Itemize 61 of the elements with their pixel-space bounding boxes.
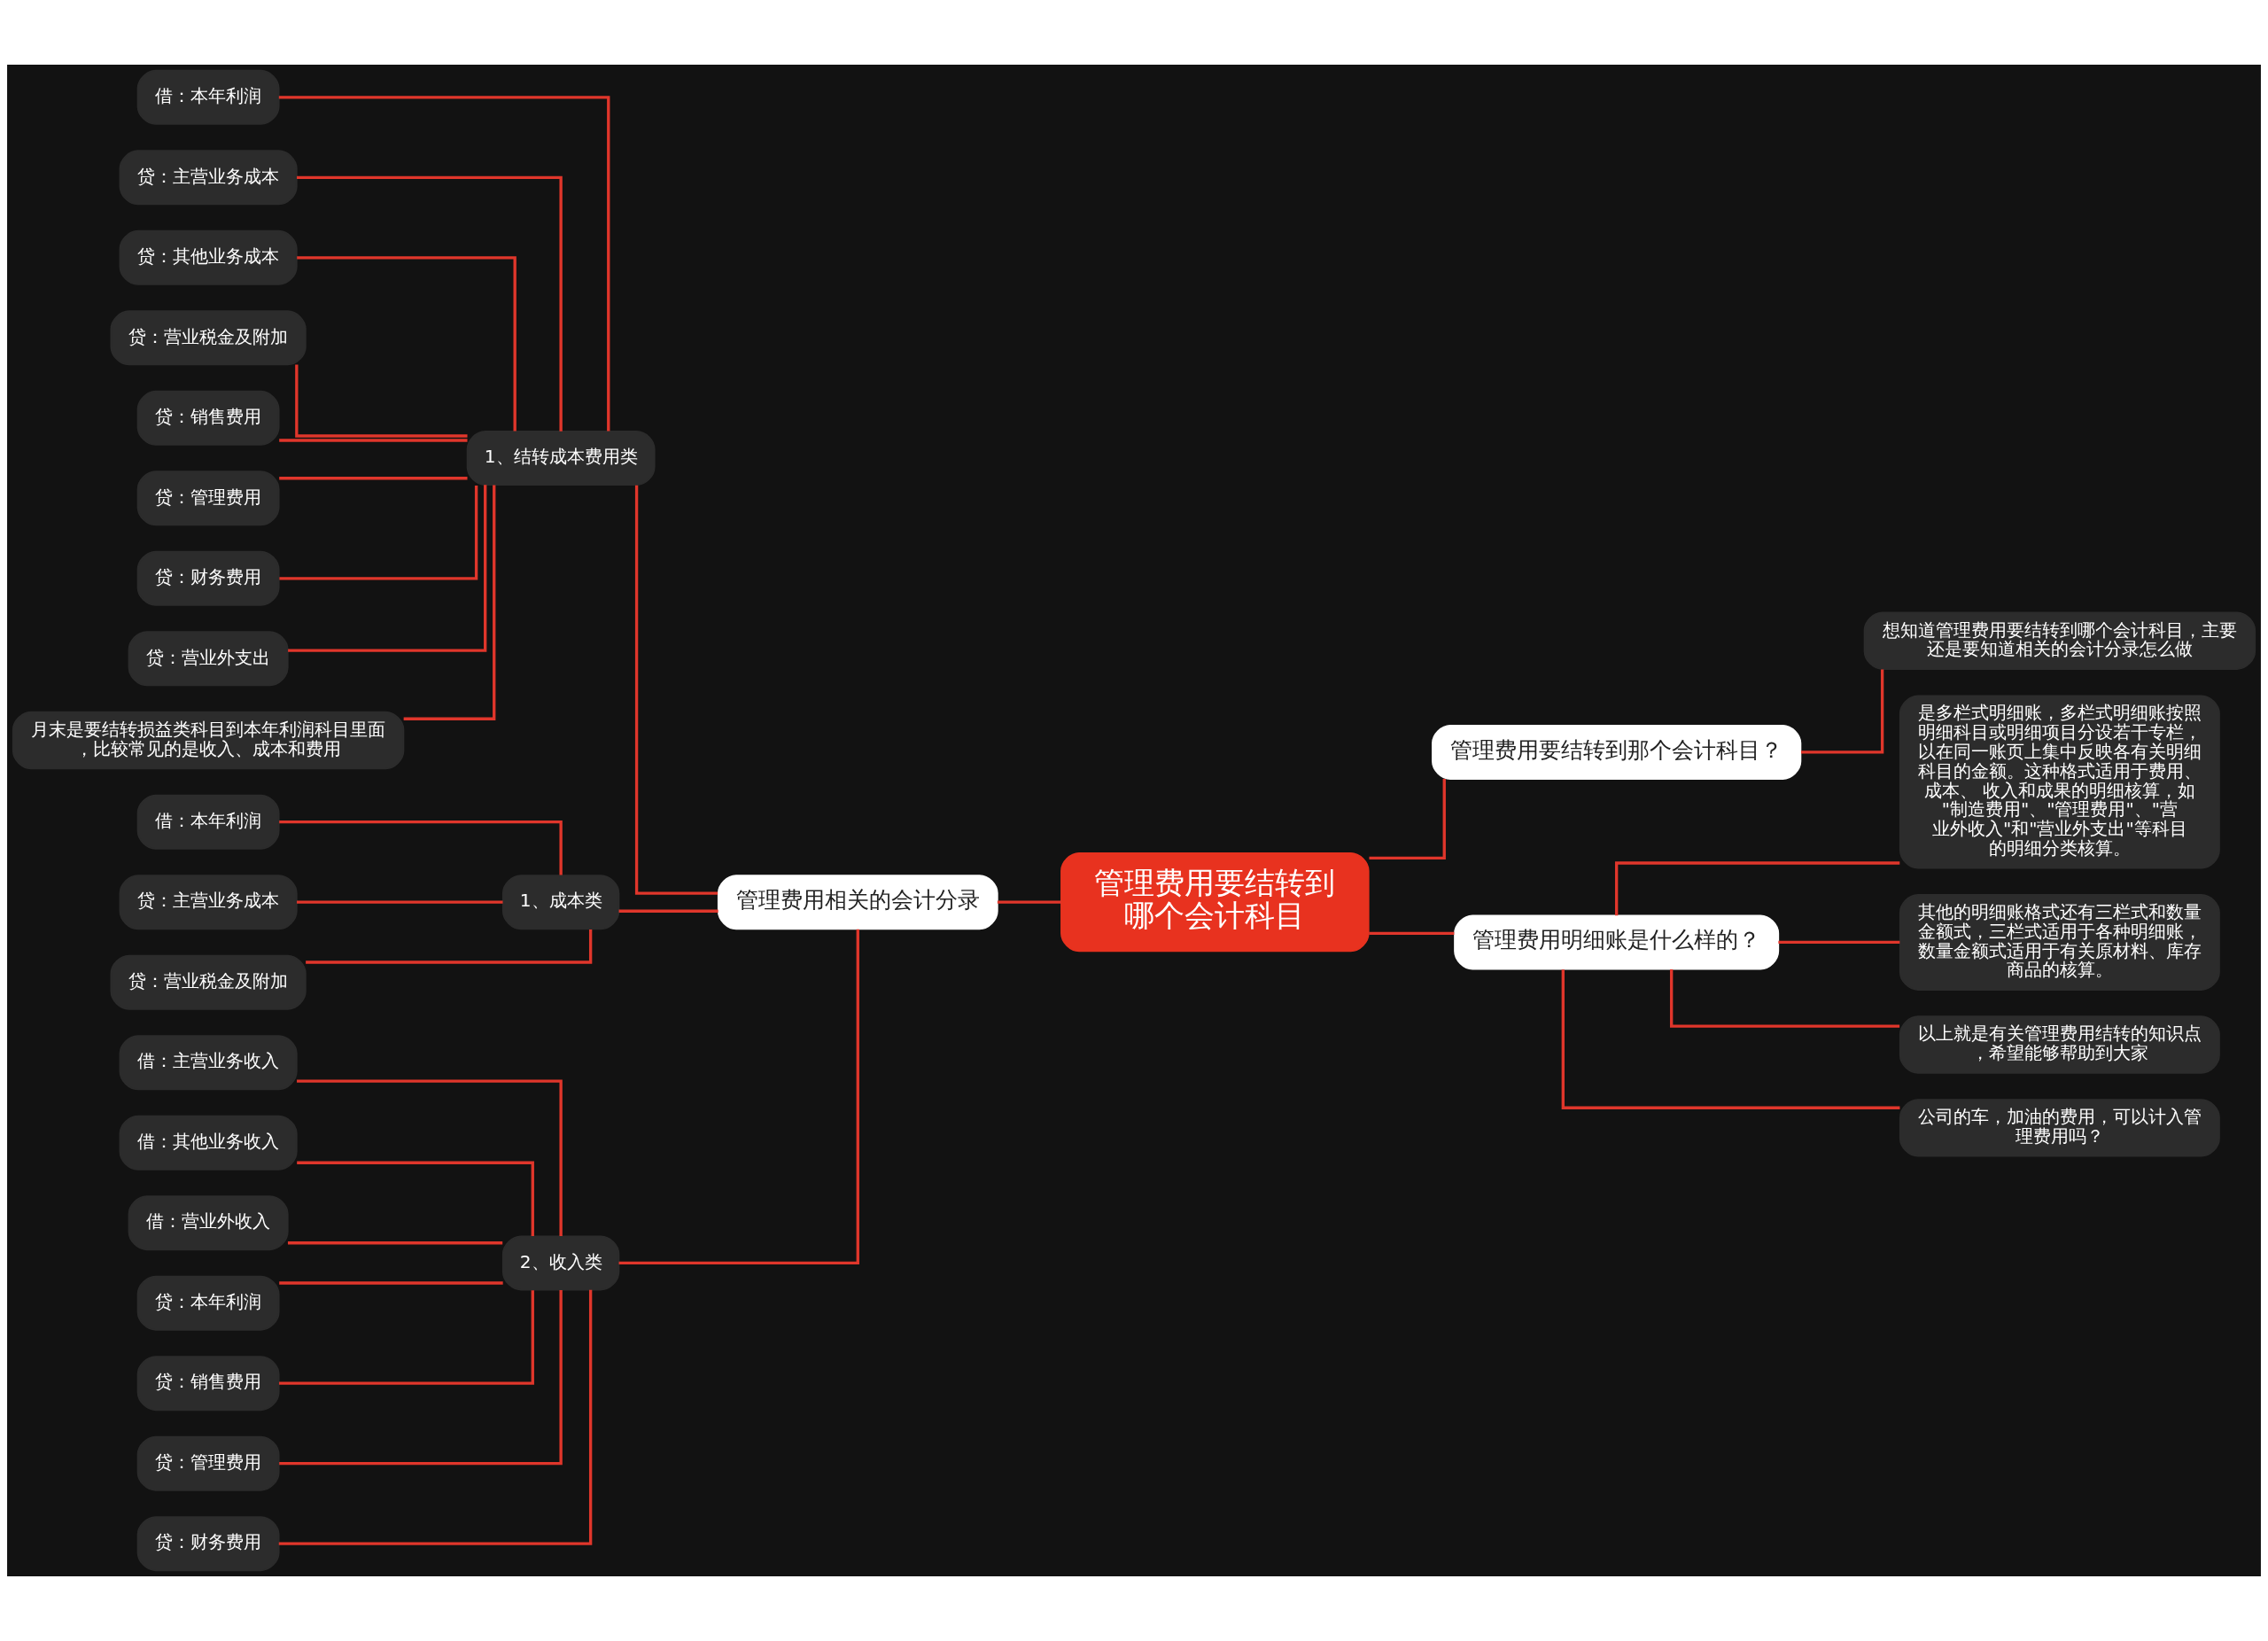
node-box: 贷：营业税金及附加 bbox=[110, 954, 307, 1010]
connector bbox=[288, 485, 487, 652]
connector bbox=[1778, 940, 1900, 945]
node-box: 管理费用明细账是什么样的？ bbox=[1454, 914, 1780, 970]
connector bbox=[297, 1161, 534, 1237]
connector bbox=[279, 439, 468, 442]
node-box: 1、结转成本费用类 bbox=[466, 431, 656, 486]
connector bbox=[278, 1289, 593, 1545]
node-box: 管理费用要结转到哪个会计科目 bbox=[1060, 852, 1370, 953]
connector bbox=[279, 477, 468, 480]
node-box: 贷：财务费用 bbox=[136, 1516, 280, 1572]
node-box: 贷：管理费用 bbox=[136, 471, 280, 526]
connector bbox=[297, 175, 563, 432]
connector bbox=[1369, 931, 1455, 936]
connector bbox=[297, 1079, 563, 1237]
node-box: 管理费用相关的会计分录 bbox=[717, 875, 998, 930]
node-box: 贷：营业外支出 bbox=[128, 631, 289, 687]
node-box: 借：本年利润 bbox=[136, 69, 280, 125]
node-box: 其他的明细账格式还有三栏式和数量金额式，三栏式适用于各种明细账，数量金额式适用于有关原材料、库存商品的核算。 bbox=[1899, 893, 2220, 991]
node-box: 借：主营业务收入 bbox=[119, 1035, 298, 1091]
node-box: 贷：其他业务成本 bbox=[119, 229, 298, 285]
connector bbox=[279, 1290, 534, 1385]
connector bbox=[287, 1241, 503, 1245]
connector bbox=[403, 485, 496, 720]
connector bbox=[1561, 969, 1900, 1109]
node-box: 借：营业外收入 bbox=[128, 1195, 289, 1251]
connector bbox=[279, 485, 478, 580]
node-box: 贷：销售费用 bbox=[136, 390, 280, 446]
node-box: 是多栏式明细账，多栏式明细账按照明细科目或明细项目分设若干专栏，以在同一账页上集中反映各有关明细科目的金额。这种格式适用于费用、成本、 收入和成果的明细核算，如"制造费用"、"管理费用"、"营业外收入"和"营业外支出"等科目的明细分类核算。 bbox=[1899, 695, 2220, 869]
connector bbox=[997, 900, 1061, 904]
node-box: 以上就是有关管理费用结转的知识点，希望能够帮助到大家 bbox=[1899, 1015, 2220, 1074]
node-box: 借：其他业务收入 bbox=[119, 1115, 298, 1170]
node-box: 想知道管理费用要结转到哪个会计科目，主要还是要知道相关的会计分录怎么做 bbox=[1863, 611, 2256, 670]
connector bbox=[306, 929, 593, 964]
connector bbox=[618, 929, 859, 1265]
node-box: 贷：本年利润 bbox=[136, 1275, 280, 1331]
node-box: 贷：管理费用 bbox=[136, 1435, 280, 1491]
node-box: 公司的车，加油的费用，可以计入管理费用吗？ bbox=[1899, 1099, 2220, 1157]
connector bbox=[297, 900, 503, 904]
node-box: 借：本年利润 bbox=[136, 794, 280, 850]
connector bbox=[278, 96, 610, 432]
connector bbox=[279, 1281, 503, 1285]
connector bbox=[297, 256, 517, 432]
connector bbox=[634, 485, 718, 895]
node-box: 贷：主营业务成本 bbox=[119, 875, 298, 930]
node-box: 贷：财务费用 bbox=[136, 550, 280, 606]
connector bbox=[279, 1289, 563, 1466]
connector bbox=[279, 820, 563, 875]
connector bbox=[1614, 861, 1900, 916]
node-box: 2、收入类 bbox=[501, 1235, 620, 1291]
node-box: 贷：营业税金及附加 bbox=[110, 310, 307, 366]
connector bbox=[1801, 669, 1884, 754]
connector bbox=[295, 364, 468, 438]
node-box: 贷：销售费用 bbox=[136, 1356, 280, 1412]
node-box: 贷：主营业务成本 bbox=[119, 150, 298, 206]
node-box: 月末是要结转损益类科目到本年利润科目里面，比较常见的是收入、成本和费用 bbox=[12, 711, 405, 770]
connector bbox=[1369, 779, 1446, 860]
connector bbox=[1669, 968, 1900, 1028]
node-box: 1、成本类 bbox=[501, 875, 620, 930]
connector bbox=[618, 909, 718, 913]
node-box: 管理费用要结转到那个会计科目？ bbox=[1432, 724, 1802, 780]
